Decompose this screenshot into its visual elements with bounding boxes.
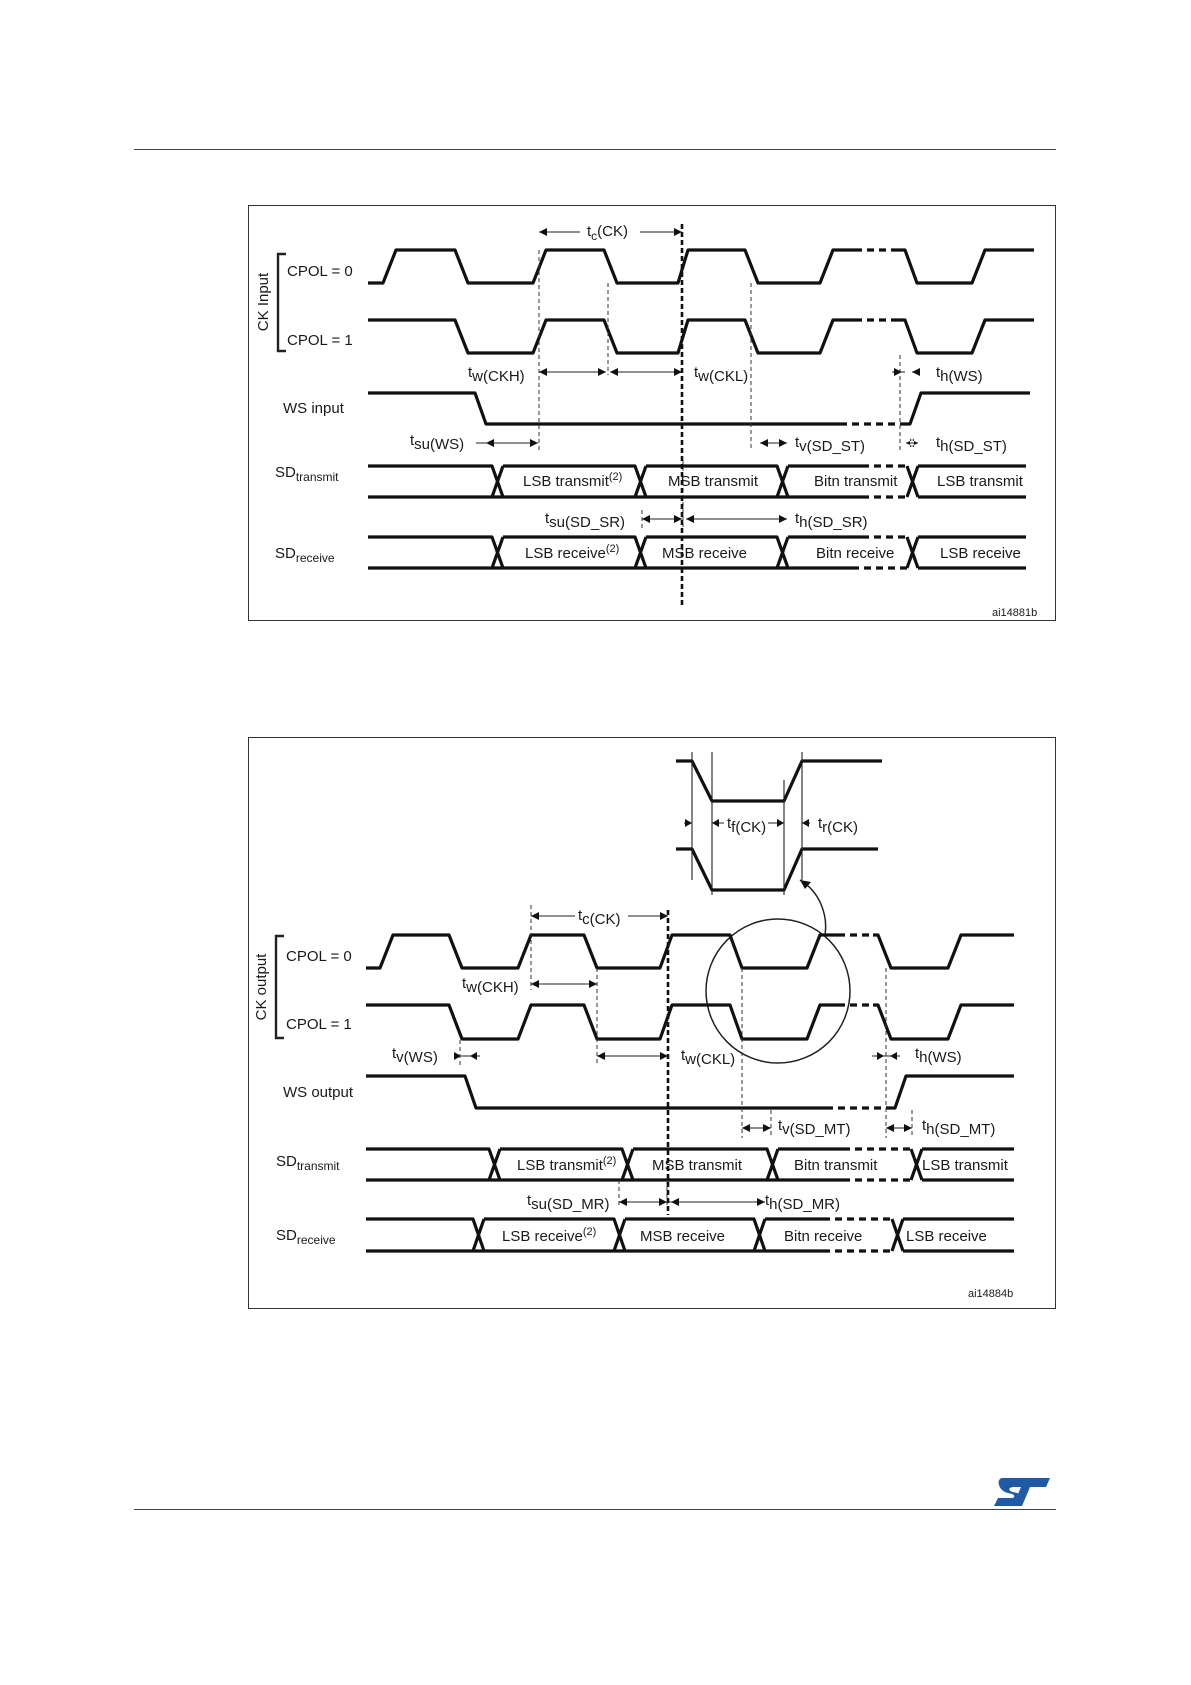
- sd-receive-label: SDreceive: [275, 545, 335, 565]
- tsu-ws-label: tsu(WS): [410, 432, 464, 453]
- sd-transmit-label: SDtransmit: [275, 464, 339, 484]
- cpol1-label-2: CPOL = 1: [286, 1016, 352, 1033]
- figure-code-1: ai14881b: [992, 607, 1037, 619]
- cell-msb-receive-m: MSB receive: [640, 1228, 725, 1245]
- st-logo: [994, 1478, 1050, 1506]
- cell-bitn-transmit: Bitn transmit: [814, 473, 898, 490]
- cell-msb-receive: MSB receive: [662, 545, 747, 562]
- sd-receive-label-2: SDreceive: [276, 1227, 336, 1247]
- edge-inset: tf(CK) tr(CK): [676, 752, 882, 936]
- sd-transmit-dashed: [862, 464, 907, 499]
- cell-lsb-receive-m2: LSB receive: [906, 1228, 987, 1245]
- tsu-sd-mr-label: tsu(SD_MR): [527, 1192, 610, 1213]
- tc-ck-label-2: tc(CK): [578, 907, 621, 928]
- cell-msb-transmit-m: MSB transmit: [652, 1157, 743, 1174]
- cell-lsb-transmit-m: LSB transmit(2): [517, 1155, 616, 1174]
- cpol1-waveform: [368, 318, 1034, 355]
- ck-output-bracket: [274, 934, 284, 1040]
- tw-ckh-label: tw(CKH): [468, 364, 525, 385]
- cell-lsb-receive-m: LSB receive(2): [502, 1226, 596, 1245]
- ws-output-waveform: [366, 1074, 1014, 1110]
- sd-transmit-waveform-2: [366, 1147, 1014, 1182]
- cpol0-label: CPOL = 0: [287, 263, 353, 280]
- cell-msb-transmit: MSB transmit: [668, 473, 759, 490]
- header-rule: [134, 149, 1056, 150]
- cell-bitn-receive-m: Bitn receive: [784, 1228, 862, 1245]
- cell-lsb-transmit-2: LSB transmit: [937, 473, 1024, 490]
- timing-diagram-slave: [248, 205, 1056, 621]
- sd-receive-waveform: [368, 535, 1026, 570]
- cell-bitn-transmit-m: Bitn transmit: [794, 1157, 878, 1174]
- footer-rule: [134, 1509, 1056, 1510]
- guide-lines: [538, 250, 901, 530]
- cell-lsb-receive: LSB receive(2): [525, 543, 619, 562]
- tv-sd-mt-label: tv(SD_MT): [778, 1117, 851, 1138]
- tc-ck-label: tc(CK): [587, 223, 628, 243]
- th-sd-mt-label: th(SD_MT): [922, 1117, 995, 1138]
- tv-ws-label: tv(WS): [392, 1045, 438, 1066]
- tv-sd-st-label: tv(SD_ST): [795, 434, 865, 455]
- cpol1-label: CPOL = 1: [287, 332, 353, 349]
- timing-diagram-master: [248, 737, 1056, 1309]
- cell-lsb-transmit: LSB transmit(2): [523, 471, 622, 490]
- th-ws-label: th(WS): [936, 364, 983, 385]
- ck-input-bracket: [276, 252, 286, 353]
- tf-ck-label: tf(CK): [727, 815, 766, 836]
- tw-ckl-label: tw(CKL): [694, 364, 748, 385]
- figure-code-2: ai14884b: [968, 1288, 1013, 1300]
- ck-input-label: CK Input: [255, 272, 272, 331]
- cpol0-waveform: [368, 248, 1034, 285]
- th-sd-sr-label: th(SD_SR): [795, 510, 868, 531]
- sd-transmit-label-2: SDtransmit: [276, 1153, 340, 1173]
- zoom-circle: [705, 918, 851, 1064]
- cell-lsb-receive-2: LSB receive: [940, 545, 1021, 562]
- cell-bitn-receive: Bitn receive: [816, 545, 894, 562]
- arrow-heads: [486, 228, 920, 523]
- cell-lsb-transmit-m2: LSB transmit: [922, 1157, 1009, 1174]
- th-sd-st-label: th(SD_ST): [936, 434, 1007, 455]
- ws-input-waveform: [368, 391, 1030, 426]
- sd-transmit-waveform: [368, 464, 1026, 499]
- sd-receive-waveform-2: [366, 1217, 1014, 1253]
- guide-lines-2: [459, 905, 913, 1205]
- th-sd-mr-label: th(SD_MR): [765, 1192, 840, 1213]
- cpol0-waveform-2: [366, 933, 1014, 970]
- tw-ckl-label-2: tw(CKL): [681, 1047, 735, 1068]
- cpol0-label-2: CPOL = 0: [286, 948, 352, 965]
- th-ws-label-2: th(WS): [915, 1045, 962, 1066]
- tr-ck-label: tr(CK): [818, 815, 858, 836]
- cpol1-waveform-2: [366, 1003, 1014, 1041]
- arrow-heads-2: [454, 912, 912, 1206]
- ck-output-label: CK output: [253, 953, 270, 1021]
- sd-receive-dashed: [852, 535, 907, 570]
- tw-ckh-label-2: tw(CKH): [462, 975, 519, 996]
- ws-input-label: WS input: [283, 400, 345, 417]
- ws-output-label: WS output: [283, 1084, 354, 1101]
- tsu-sd-sr-label: tsu(SD_SR): [545, 510, 625, 531]
